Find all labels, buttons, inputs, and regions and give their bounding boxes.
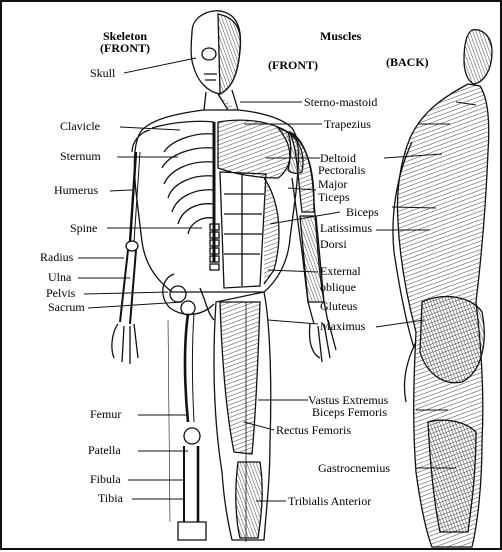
label-biceps: Biceps <box>346 206 379 219</box>
label-fibula: Fibula <box>90 473 121 486</box>
left-leg-skeleton <box>168 301 206 540</box>
label-biceps-femoris: Biceps Femoris <box>312 406 387 419</box>
label-trapezius: Trapezius <box>324 118 371 131</box>
label-tibia: Tibia <box>98 492 123 505</box>
right-leg-muscles <box>214 292 271 542</box>
label-radius: Radius <box>40 251 73 264</box>
label-humerus: Humerus <box>54 184 98 197</box>
muscles-front-heading: (FRONT) <box>268 59 318 72</box>
label-external: External <box>320 265 361 278</box>
label-maximus: Maximus <box>320 320 365 333</box>
label-sterno-mastoid: Sterno-mastoid <box>304 96 377 109</box>
label-ticeps: Ticeps <box>318 191 350 204</box>
label-oblique: oblique <box>320 281 356 294</box>
label-rectus-femoris: Rectus Femoris <box>276 424 351 437</box>
label-gastrocnemius: Gastrocnemius <box>318 462 390 475</box>
muscles-back-heading: (BACK) <box>386 56 429 69</box>
label-gluteus: Gluteus <box>320 300 357 313</box>
label-spine: Spine <box>70 222 97 235</box>
front-figure <box>112 11 336 542</box>
label-sternum: Sternum <box>60 150 101 163</box>
label-skull: Skull <box>90 67 115 80</box>
label-femur: Femur <box>90 408 121 421</box>
label-ulna: Ulna <box>48 271 71 284</box>
label-pectoralis: Pectoralis <box>318 164 365 177</box>
label-latissimus: Latissimus <box>320 222 372 235</box>
muscles-heading: Muscles <box>320 30 361 43</box>
label-pelvis: Pelvis <box>46 287 75 300</box>
back-figure <box>393 30 492 547</box>
label-tribialis-anterior: Tribialis Anterior <box>288 495 371 508</box>
label-clavicle: Clavicle <box>60 120 100 133</box>
label-patella: Patella <box>88 444 121 457</box>
skeleton-heading-line2: (FRONT) <box>90 42 160 55</box>
label-sacrum: Sacrum <box>48 301 85 314</box>
label-dorsi: Dorsi <box>320 238 347 251</box>
